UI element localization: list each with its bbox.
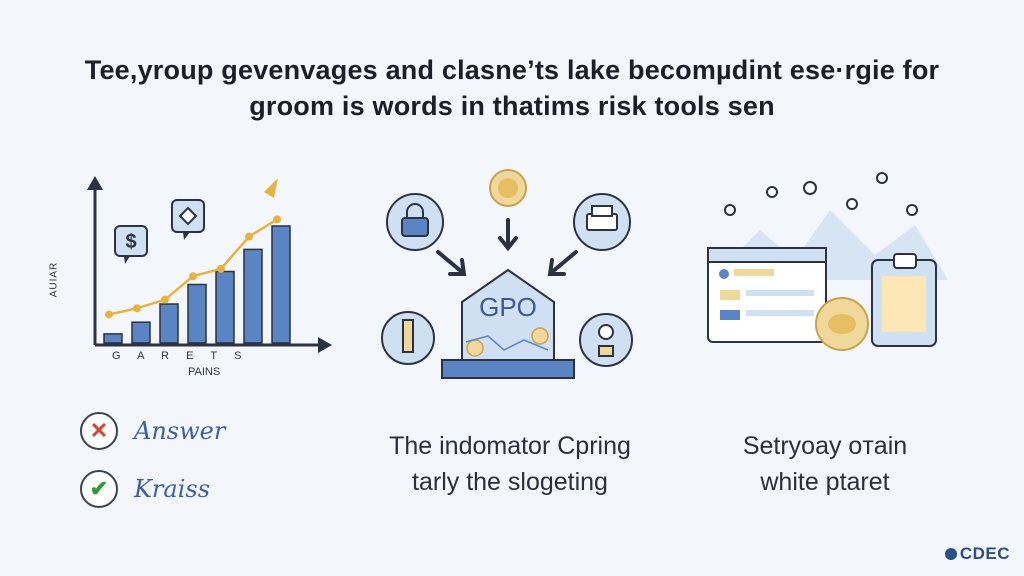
right-caption-line-2: white ptaret [760,468,890,496]
x-axis-label: PAINS [188,366,221,378]
trend-point [273,215,281,224]
headline: Tee,yroup gevenvages and clasne’ts lake … [0,52,1024,124]
right-caption: Setryoay oтain white ptaret [690,428,960,500]
arrow-diagonal-right-icon [547,250,578,276]
lock-icon [386,193,444,251]
browser-window-icon [707,247,827,343]
x-tick-labels: G A R E T S [112,350,244,362]
trend-point [217,264,225,273]
chart-bar [271,225,291,344]
trend-arrowhead [264,178,278,198]
trend-point [161,295,169,304]
right-illustration [700,170,950,360]
headline-line-1: Tee,yroup gevenvages and clasne’ts lake … [84,55,940,85]
center-caption-line-2: tarly the slogeting [412,468,608,496]
chart-bar [131,321,151,344]
house-label: GPO [479,292,537,322]
chart-bar [215,270,235,344]
growth-chart-panel: $ AUIAR G A R E T S PAINS [48,170,350,390]
x-axis-arrow [318,337,332,353]
house-icon [441,268,575,379]
gears-icon [579,313,633,367]
clipboard-icon [871,253,937,347]
brand-logo: CDEC [944,544,1010,564]
chart-bar [243,248,263,344]
pen-icon [381,311,435,365]
diamond-bubble-icon [171,199,205,240]
center-illustration: GPO [370,160,650,390]
y-axis-arrow [87,176,103,190]
printer-icon [573,193,631,251]
coin-icon [489,169,527,207]
bars-group [103,225,291,344]
floating-gears-icon [724,172,918,216]
trend-point [105,310,113,319]
trend-point [189,272,197,281]
arrow-down-icon [498,218,518,252]
checklist-item-1-label: Answer [134,417,226,445]
logo-text: CDEC [959,544,1010,563]
svg-text:$: $ [125,231,136,253]
coin-stack-icon [815,297,869,351]
chart-bar [159,303,179,344]
center-caption: The indomator Cpring tarly the slogeting [340,428,680,500]
check-badge-icon: ✔ [80,470,118,508]
trend-point [245,232,253,241]
trend-dots [105,215,281,319]
growth-chart: $ [87,176,332,353]
cross-badge-icon: ✕ [80,412,118,450]
checklist-item-2-label: Kraiss [134,475,211,503]
logo-mark-icon [944,548,957,560]
headline-line-2: groom is words in thatims risk tools sen [249,91,775,121]
chart-bar [103,333,123,344]
check-mark: ✔ [89,476,109,501]
y-axis-label: AUIAR [48,261,60,298]
arrow-diagonal-left-icon [436,250,467,276]
right-caption-line-1: Setryoay oтain [742,432,908,460]
chart-bar [187,283,207,344]
dollar-bubble-icon: $ [114,225,148,264]
cross-mark: ✕ [89,418,109,443]
trend-point [133,304,141,313]
center-caption-line-1: The indomator Cpring [389,432,631,460]
